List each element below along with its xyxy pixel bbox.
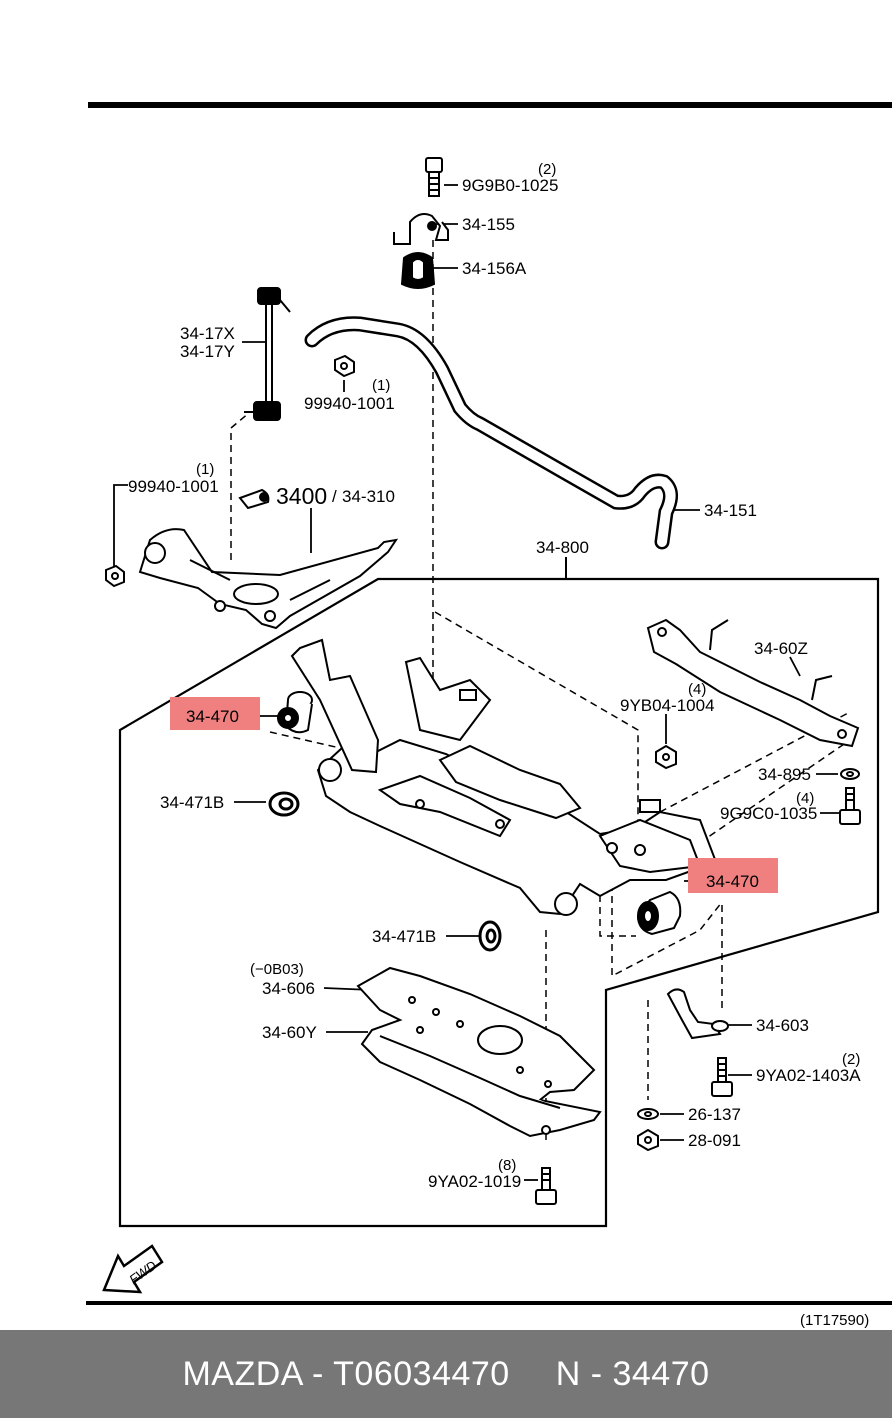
nut-arm-icon — [105, 564, 125, 588]
bushing-top-label: 34-156A — [462, 259, 527, 278]
bushing-top-icon — [400, 252, 436, 289]
bolt-lower-icon — [711, 1057, 733, 1097]
bolt-plate-label: 9YA02-1019 — [428, 1172, 521, 1191]
link-label: 34-17X — [180, 324, 235, 343]
nut-arm-qty: (1) — [196, 461, 214, 478]
washer-lower-icon — [637, 1108, 659, 1120]
nut-arm-label: 99940-1001 — [128, 477, 219, 496]
stopper-left-label: 34-471B — [160, 793, 224, 812]
washer-brace-icon — [840, 768, 860, 780]
highlight-left — [170, 697, 260, 730]
top-rule — [88, 102, 892, 108]
nut-lower-icon — [637, 1128, 659, 1152]
arm-main-label: 3400 — [276, 483, 327, 509]
forward-arrow-icon: FWD — [102, 1244, 164, 1294]
arm-alt-label: 34-310 — [342, 487, 395, 506]
stabilizer-bar-icon — [304, 316, 678, 550]
bush-left-label: 34-470 — [186, 707, 239, 726]
stopper-left-icon — [268, 791, 300, 817]
bolt-lower-label: 9YA02-1403A — [756, 1066, 861, 1085]
part-number-banner: MAZDA - T06034470 N - 34470 — [0, 1330, 892, 1418]
under-plate-icon — [356, 966, 602, 1138]
nut-brace-qty: (4) — [688, 681, 706, 698]
bracket-lower-label: 34-603 — [756, 1016, 809, 1035]
nut-lower-label: 28-091 — [688, 1131, 741, 1150]
washer-brace-label: 34-895 — [758, 765, 811, 784]
bolt-brace-label: 9G9C0-1035 — [720, 804, 817, 823]
crossmember-group-outline — [118, 577, 880, 1228]
stopper-lower-label: 34-471B — [372, 927, 436, 946]
bracket-lower-icon — [666, 988, 729, 1040]
plate-label: 34-606 — [262, 979, 315, 998]
stab-bar-label: 34-151 — [704, 501, 757, 520]
arm-bushing-icon — [238, 488, 270, 510]
bolt-brace-icon — [839, 787, 861, 825]
bracket-label: 34-155 — [462, 215, 515, 234]
nut-link-qty: (1) — [372, 377, 390, 394]
brace-icon — [646, 618, 860, 748]
bolt-plate-qty: (8) — [498, 1157, 516, 1174]
bushing-right-icon — [636, 890, 682, 936]
bolt-lower-qty: (2) — [842, 1051, 860, 1068]
nut-link-label: 99940-1001 — [304, 394, 395, 413]
bush-right-label: 34-470 — [706, 872, 759, 891]
brace-label: 34-60Z — [754, 639, 808, 658]
bushing-left-icon — [277, 691, 313, 734]
nut-link-icon — [334, 354, 355, 378]
plate-lower-label: 34-60Y — [262, 1023, 317, 1042]
short-part-number: N - 34470 — [555, 1354, 710, 1393]
crossmember-label: 34-800 — [536, 538, 589, 557]
link-alt-label: 34-17Y — [180, 342, 235, 361]
plate-note: (−0B03) — [250, 961, 304, 978]
highlight-right — [688, 858, 778, 893]
bottom-rule — [86, 1301, 892, 1305]
bolt-plate-icon — [535, 1167, 557, 1205]
stopper-lower-icon — [478, 920, 502, 952]
bolt-top-label: 9G9B0-1025 — [462, 176, 558, 195]
nut-brace-icon — [655, 744, 677, 770]
nut-brace-label: 9YB04-1004 — [620, 696, 715, 715]
reference-code: (1T17590) — [800, 1312, 869, 1329]
parts-diagram: FWD (2) 9G9B0-1025 34-155 34-156A 34-17X… — [86, 102, 892, 1329]
bolt-top-qty: (2) — [538, 161, 556, 178]
washer-lower-label: 26-137 — [688, 1105, 741, 1124]
arm-sep: / — [332, 487, 337, 506]
bracket-icon — [393, 213, 449, 245]
bolt-top-icon — [425, 157, 443, 197]
brand-part-number: MAZDA - T06034470 — [182, 1354, 510, 1393]
stabilizer-link-icon — [244, 287, 291, 421]
bolt-brace-qty: (4) — [796, 790, 814, 807]
control-arm-icon — [138, 528, 399, 630]
crossmember-icon — [290, 638, 718, 916]
